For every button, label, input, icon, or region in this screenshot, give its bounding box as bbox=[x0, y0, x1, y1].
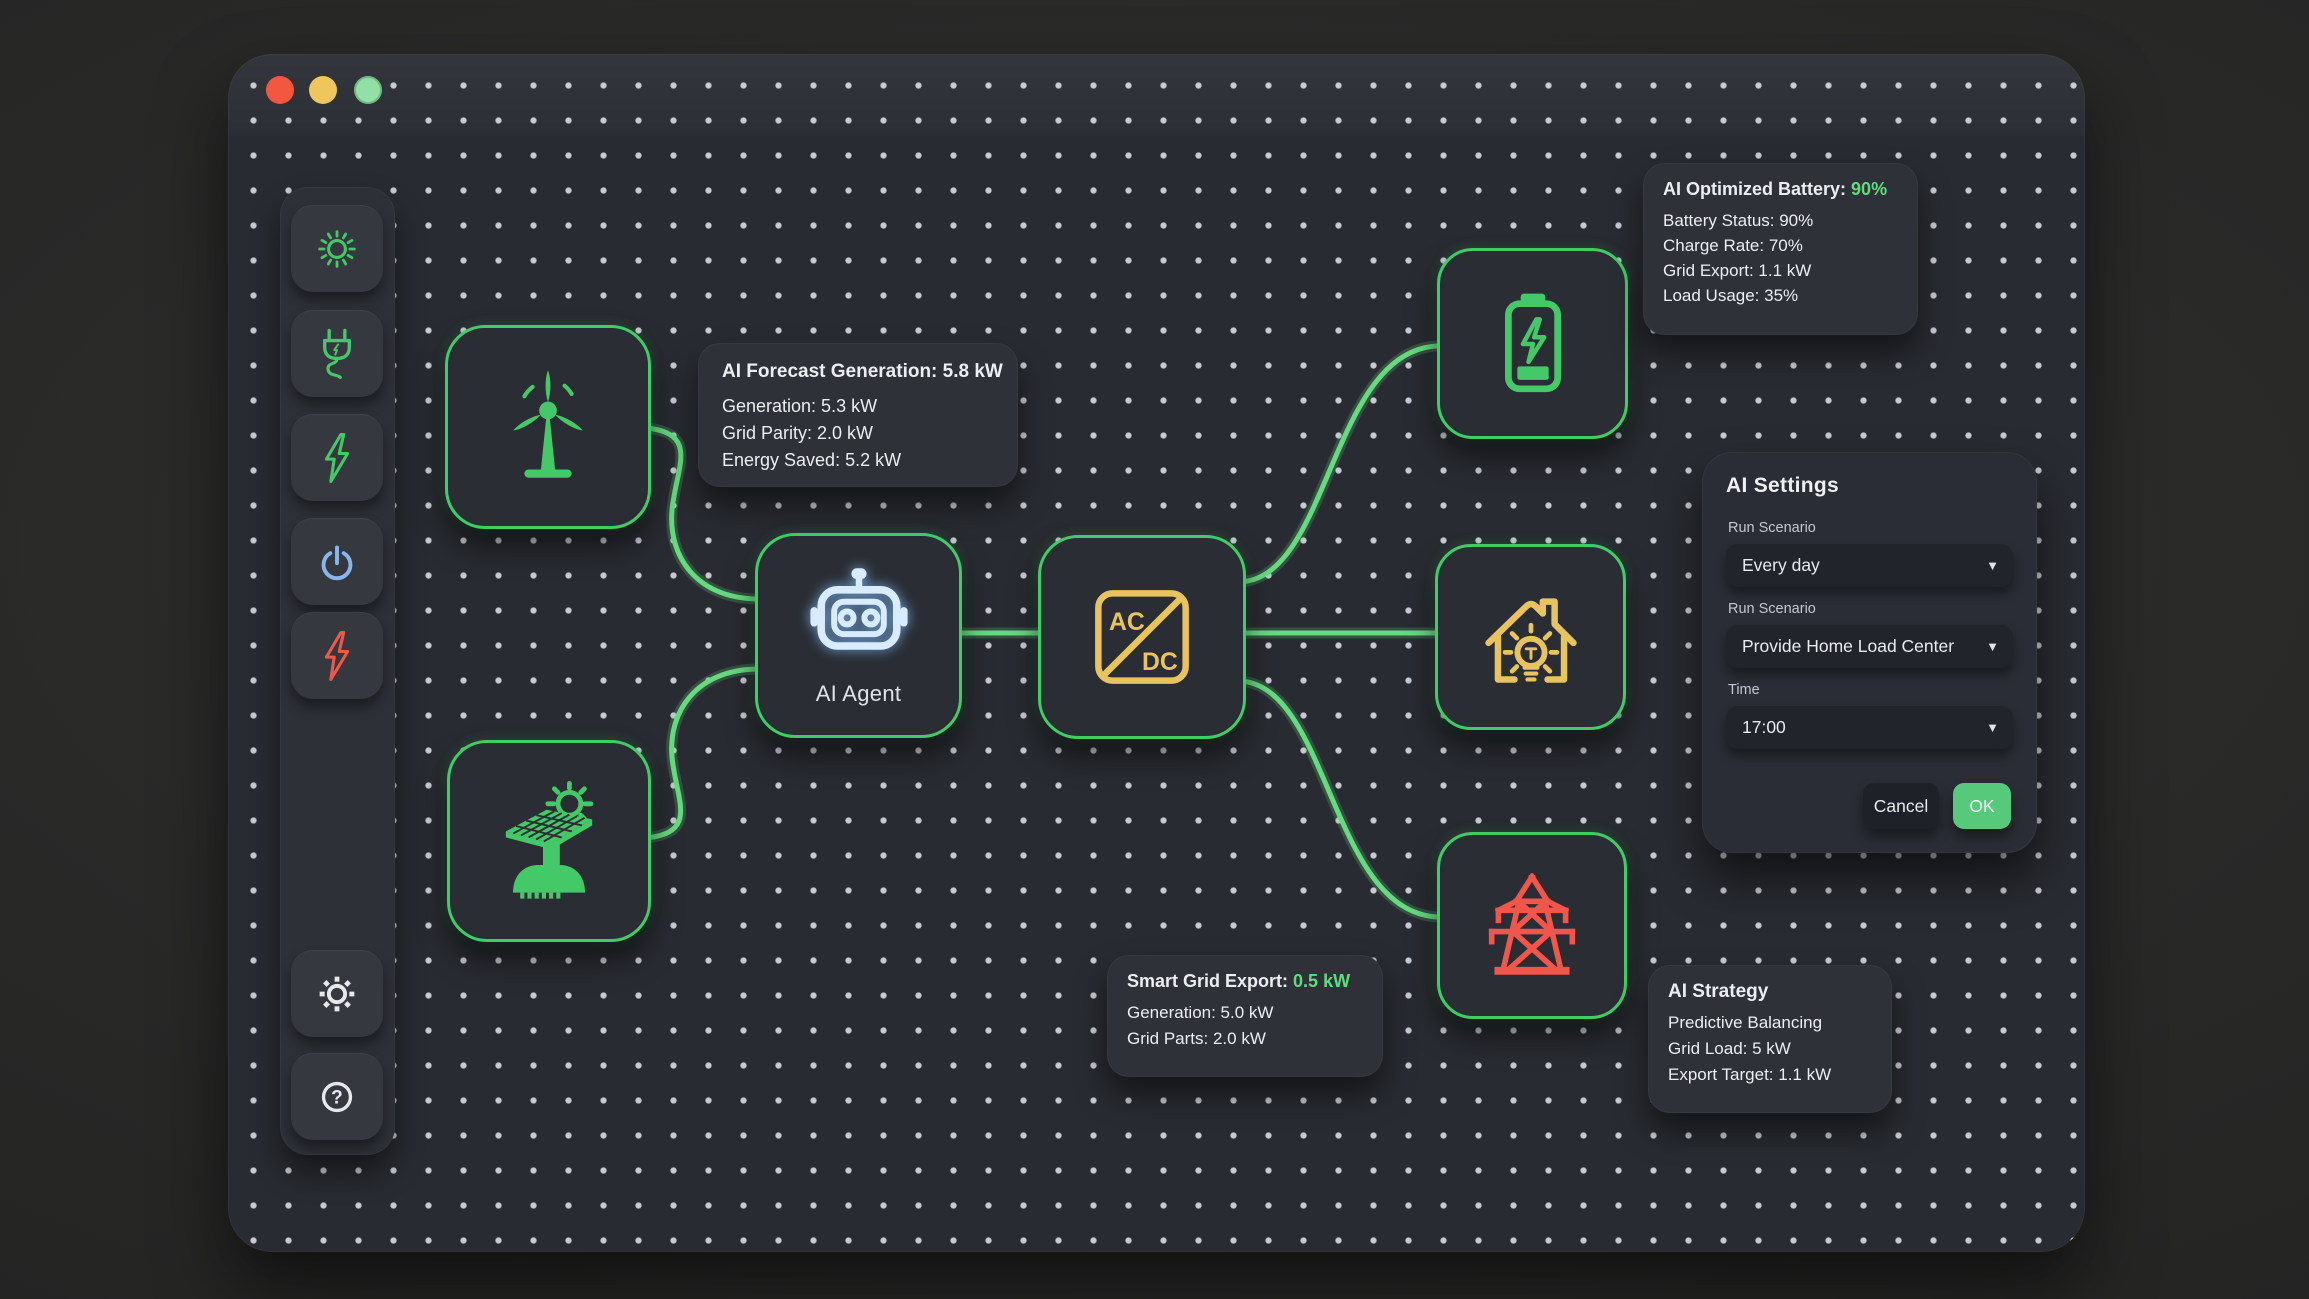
strategy-line: Grid Load: 5 kW bbox=[1668, 1039, 1791, 1058]
panel-ai-strategy: AI Strategy Predictive Balancing Grid Lo… bbox=[1648, 965, 1892, 1113]
tool-sidebar: ? bbox=[280, 187, 395, 1155]
node-battery[interactable] bbox=[1437, 248, 1628, 439]
ac-label: AC bbox=[1109, 609, 1145, 636]
node-ac-dc-inverter[interactable]: AC DC bbox=[1038, 535, 1246, 739]
field-label-run-scenario-1: Run Scenario bbox=[1728, 520, 1816, 536]
close-window-button[interactable] bbox=[266, 76, 294, 104]
node-power-grid[interactable] bbox=[1437, 832, 1627, 1019]
tooltip-smart-grid-export: Smart Grid Export: 0.5 kW Generation: 5.… bbox=[1107, 955, 1383, 1077]
strategy-title: AI Strategy bbox=[1668, 981, 1769, 1002]
transmission-tower-icon bbox=[1488, 872, 1576, 975]
settings-title: AI Settings bbox=[1726, 474, 1839, 497]
ok-button[interactable]: OK bbox=[1953, 783, 2011, 829]
gear-icon bbox=[319, 976, 355, 1011]
sidebar-button-settings[interactable] bbox=[291, 950, 383, 1037]
chevron-down-icon: ▼ bbox=[1986, 719, 1999, 735]
wind-turbine-icon bbox=[513, 370, 583, 478]
battery-icon bbox=[1504, 293, 1561, 392]
battery-title-label: AI Optimized Battery: bbox=[1663, 179, 1847, 199]
dropdown-run-scenario-mode[interactable]: Provide Home Load Center ▼ bbox=[1726, 624, 2013, 668]
bolt-red-icon bbox=[324, 630, 350, 681]
node-ai-agent[interactable]: AI Agent bbox=[755, 533, 962, 738]
solar-panel-icon bbox=[505, 781, 594, 899]
field-label-time: Time bbox=[1728, 682, 1760, 698]
dc-label: DC bbox=[1142, 649, 1178, 676]
sidebar-button-alert-power[interactable] bbox=[291, 612, 383, 699]
battery-line: Battery Status: 90% bbox=[1663, 211, 1814, 230]
dropdown-value: 17:00 bbox=[1742, 716, 1786, 737]
field-label-run-scenario-2: Run Scenario bbox=[1728, 601, 1816, 617]
battery-line: Load Usage: 35% bbox=[1663, 286, 1799, 305]
chevron-down-icon: ▼ bbox=[1986, 638, 1999, 654]
battery-line: Charge Rate: 70% bbox=[1663, 236, 1803, 255]
minimize-window-button[interactable] bbox=[309, 76, 337, 104]
forecast-title: AI Forecast Generation: 5.8 kW bbox=[722, 361, 1003, 382]
battery-line: Grid Export: 1.1 kW bbox=[1663, 261, 1812, 280]
dropdown-time[interactable]: 17:00 ▼ bbox=[1726, 705, 2013, 749]
panel-ai-settings: AI Settings Run Scenario Every day ▼ Run… bbox=[1702, 452, 2037, 853]
dropdown-value: Provide Home Load Center bbox=[1742, 635, 1955, 656]
dropdown-value: Every day bbox=[1742, 554, 1820, 575]
power-icon bbox=[321, 544, 353, 580]
tooltip-battery-status: AI Optimized Battery: 90% Battery Status… bbox=[1643, 163, 1918, 335]
ai-agent-label: AI Agent bbox=[815, 680, 902, 706]
home-bulb-icon bbox=[1484, 598, 1577, 683]
node-wind-turbine[interactable] bbox=[445, 325, 651, 529]
robot-icon bbox=[809, 567, 908, 650]
smart-grid-title-value: 0.5 kW bbox=[1293, 971, 1351, 991]
node-home-load[interactable] bbox=[1435, 544, 1626, 730]
battery-title-value: 90% bbox=[1851, 179, 1888, 199]
strategy-line: Predictive Balancing bbox=[1668, 1013, 1823, 1032]
sun-icon bbox=[318, 229, 356, 268]
smart-grid-title-label: Smart Grid Export: bbox=[1127, 971, 1289, 991]
sidebar-button-charging[interactable] bbox=[291, 310, 383, 397]
plug-icon bbox=[323, 328, 351, 379]
help-glyph: ? bbox=[331, 1087, 343, 1108]
dropdown-run-scenario-frequency[interactable]: Every day ▼ bbox=[1726, 543, 2013, 587]
smart-grid-line: Grid Parts: 2.0 kW bbox=[1127, 1029, 1266, 1048]
strategy-line: Export Target: 1.1 kW bbox=[1668, 1065, 1832, 1084]
help-icon: ? bbox=[321, 1081, 353, 1112]
forecast-line: Energy Saved: 5.2 kW bbox=[722, 450, 902, 470]
sidebar-button-power[interactable] bbox=[291, 518, 383, 605]
ac-dc-icon: AC DC bbox=[1095, 590, 1189, 684]
cancel-button[interactable]: Cancel bbox=[1863, 783, 1939, 829]
node-solar-panel[interactable] bbox=[447, 740, 651, 942]
zoom-window-button[interactable] bbox=[354, 76, 382, 104]
sidebar-button-help[interactable]: ? bbox=[291, 1053, 383, 1140]
sidebar-button-energy[interactable] bbox=[291, 414, 383, 501]
bolt-icon bbox=[324, 432, 350, 483]
window-titlebar bbox=[228, 54, 2085, 136]
tooltip-ai-forecast: AI Forecast Generation: 5.8 kW Generatio… bbox=[698, 343, 1018, 487]
forecast-line: Grid Parity: 2.0 kW bbox=[722, 423, 874, 443]
chevron-down-icon: ▼ bbox=[1986, 557, 1999, 573]
sidebar-button-solar-mode[interactable] bbox=[291, 205, 383, 292]
smart-grid-line: Generation: 5.0 kW bbox=[1127, 1003, 1274, 1022]
forecast-line: Generation: 5.3 kW bbox=[722, 396, 878, 416]
